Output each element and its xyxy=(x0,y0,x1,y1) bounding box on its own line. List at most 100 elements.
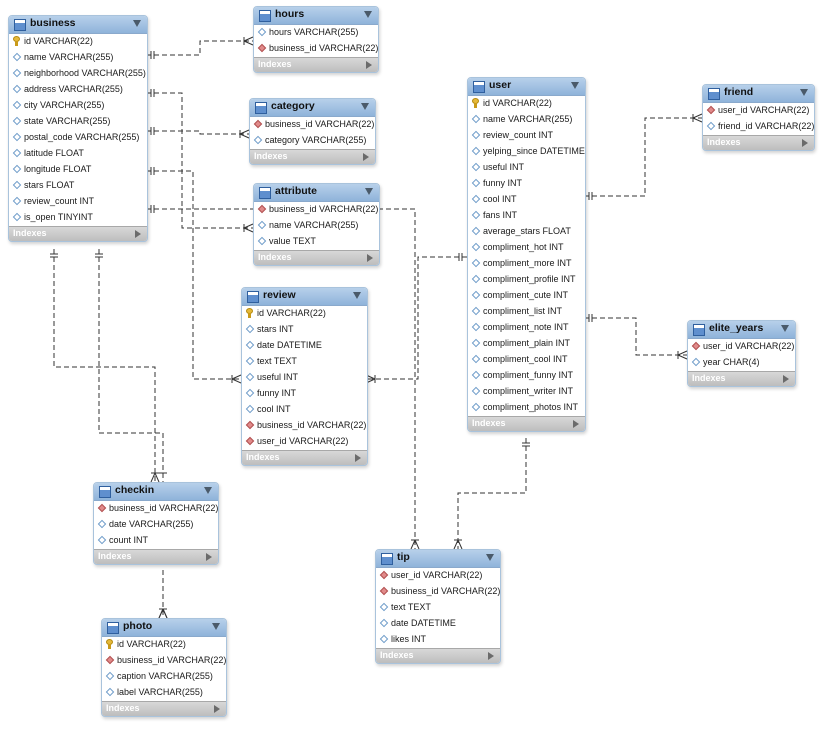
indexes-bar[interactable]: Indexes xyxy=(102,701,226,716)
column-row[interactable]: latitude FLOAT xyxy=(9,146,147,162)
column-row[interactable]: label VARCHAR(255) xyxy=(102,685,226,701)
expand-arrow-icon[interactable] xyxy=(355,454,361,462)
column-row[interactable]: value TEXT xyxy=(254,234,379,250)
column-row[interactable]: useful INT xyxy=(242,370,367,386)
table-header[interactable]: elite_years xyxy=(688,321,795,339)
table-header[interactable]: review xyxy=(242,288,367,306)
indexes-bar[interactable]: Indexes xyxy=(254,250,379,265)
table-header[interactable]: business xyxy=(9,16,147,34)
collapse-arrow-icon[interactable] xyxy=(571,82,579,89)
indexes-bar[interactable]: Indexes xyxy=(468,416,585,431)
column-row[interactable]: id VARCHAR(22) xyxy=(242,306,367,322)
column-row[interactable]: name VARCHAR(255) xyxy=(9,50,147,66)
column-row[interactable]: funny INT xyxy=(468,176,585,192)
column-row[interactable]: business_id VARCHAR(22) xyxy=(376,584,500,600)
column-row[interactable]: business_id VARCHAR(22) xyxy=(250,117,375,133)
column-row[interactable]: stars FLOAT xyxy=(9,178,147,194)
column-row[interactable]: is_open TINYINT xyxy=(9,210,147,226)
expand-arrow-icon[interactable] xyxy=(366,61,372,69)
indexes-bar[interactable]: Indexes xyxy=(9,226,147,241)
column-row[interactable]: date DATETIME xyxy=(376,616,500,632)
column-row[interactable]: caption VARCHAR(255) xyxy=(102,669,226,685)
column-row[interactable]: compliment_writer INT xyxy=(468,384,585,400)
collapse-arrow-icon[interactable] xyxy=(361,103,369,110)
expand-arrow-icon[interactable] xyxy=(363,153,369,161)
column-row[interactable]: review_count INT xyxy=(468,128,585,144)
table-header[interactable]: attribute xyxy=(254,184,379,202)
column-row[interactable]: category VARCHAR(255) xyxy=(250,133,375,149)
column-row[interactable]: compliment_note INT xyxy=(468,320,585,336)
column-row[interactable]: date DATETIME xyxy=(242,338,367,354)
column-row[interactable]: cool INT xyxy=(468,192,585,208)
column-row[interactable]: likes INT xyxy=(376,632,500,648)
table-header[interactable]: photo xyxy=(102,619,226,637)
column-row[interactable]: id VARCHAR(22) xyxy=(9,34,147,50)
column-row[interactable]: stars INT xyxy=(242,322,367,338)
column-row[interactable]: compliment_hot INT xyxy=(468,240,585,256)
collapse-arrow-icon[interactable] xyxy=(365,188,373,195)
column-row[interactable]: business_id VARCHAR(22) xyxy=(254,202,379,218)
collapse-arrow-icon[interactable] xyxy=(781,325,789,332)
column-row[interactable]: funny INT xyxy=(242,386,367,402)
column-row[interactable]: business_id VARCHAR(22) xyxy=(254,41,378,57)
column-row[interactable]: date VARCHAR(255) xyxy=(94,517,218,533)
column-row[interactable]: user_id VARCHAR(22) xyxy=(688,339,795,355)
collapse-arrow-icon[interactable] xyxy=(486,554,494,561)
expand-arrow-icon[interactable] xyxy=(367,254,373,262)
column-row[interactable]: count INT xyxy=(94,533,218,549)
indexes-bar[interactable]: Indexes xyxy=(242,450,367,465)
column-row[interactable]: review_count INT xyxy=(9,194,147,210)
indexes-bar[interactable]: Indexes xyxy=(250,149,375,164)
column-row[interactable]: year CHAR(4) xyxy=(688,355,795,371)
table-header[interactable]: checkin xyxy=(94,483,218,501)
expand-arrow-icon[interactable] xyxy=(573,420,579,428)
column-row[interactable]: business_id VARCHAR(22) xyxy=(102,653,226,669)
column-row[interactable]: useful INT xyxy=(468,160,585,176)
column-row[interactable]: compliment_photos INT xyxy=(468,400,585,416)
expand-arrow-icon[interactable] xyxy=(214,705,220,713)
column-row[interactable]: neighborhood VARCHAR(255) xyxy=(9,66,147,82)
column-row[interactable]: city VARCHAR(255) xyxy=(9,98,147,114)
column-row[interactable]: compliment_more INT xyxy=(468,256,585,272)
collapse-arrow-icon[interactable] xyxy=(364,11,372,18)
column-row[interactable]: compliment_cute INT xyxy=(468,288,585,304)
column-row[interactable]: user_id VARCHAR(22) xyxy=(703,103,814,119)
column-row[interactable]: compliment_cool INT xyxy=(468,352,585,368)
collapse-arrow-icon[interactable] xyxy=(212,623,220,630)
column-row[interactable]: cool INT xyxy=(242,402,367,418)
table-header[interactable]: hours xyxy=(254,7,378,25)
column-row[interactable]: yelping_since DATETIME xyxy=(468,144,585,160)
column-row[interactable]: text TEXT xyxy=(242,354,367,370)
column-row[interactable]: friend_id VARCHAR(22) xyxy=(703,119,814,135)
indexes-bar[interactable]: Indexes xyxy=(254,57,378,72)
collapse-arrow-icon[interactable] xyxy=(800,89,808,96)
column-row[interactable]: text TEXT xyxy=(376,600,500,616)
column-row[interactable]: longitude FLOAT xyxy=(9,162,147,178)
expand-arrow-icon[interactable] xyxy=(488,652,494,660)
expand-arrow-icon[interactable] xyxy=(135,230,141,238)
column-row[interactable]: compliment_profile INT xyxy=(468,272,585,288)
column-row[interactable]: compliment_plain INT xyxy=(468,336,585,352)
collapse-arrow-icon[interactable] xyxy=(353,292,361,299)
indexes-bar[interactable]: Indexes xyxy=(703,135,814,150)
expand-arrow-icon[interactable] xyxy=(783,375,789,383)
column-row[interactable]: user_id VARCHAR(22) xyxy=(242,434,367,450)
collapse-arrow-icon[interactable] xyxy=(204,487,212,494)
table-header[interactable]: category xyxy=(250,99,375,117)
column-row[interactable]: business_id VARCHAR(22) xyxy=(94,501,218,517)
column-row[interactable]: compliment_list INT xyxy=(468,304,585,320)
column-row[interactable]: name VARCHAR(255) xyxy=(468,112,585,128)
column-row[interactable]: state VARCHAR(255) xyxy=(9,114,147,130)
table-header[interactable]: user xyxy=(468,78,585,96)
table-header[interactable]: tip xyxy=(376,550,500,568)
